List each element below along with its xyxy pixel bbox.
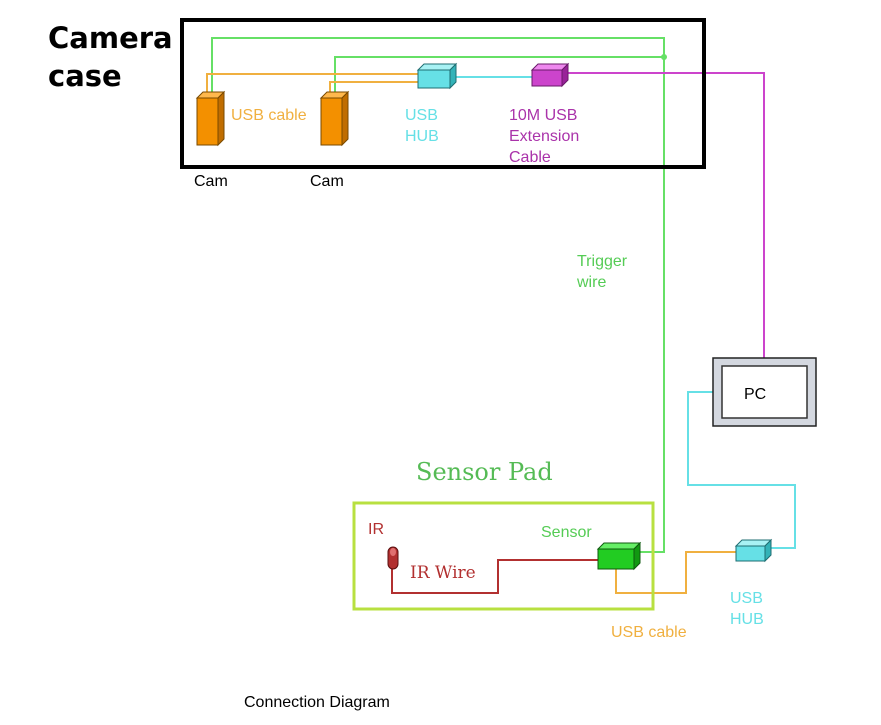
camera-usb-cable [206,73,418,95]
camera-right-icon [319,90,350,147]
bottom-usb-cable-label: USB cable [611,624,687,641]
usb-hub-label-line2: HUB [405,128,439,145]
sensor-icon [596,541,642,571]
bottom-usb-hub-label-line1: USB [730,590,763,607]
bottom-usb-hub-label-line2: HUB [730,611,764,628]
pc-label: PC [744,386,766,403]
trigger-junction [661,54,667,60]
camera-usb-cable-branch [329,81,418,95]
sensor-pad-title: Sensor Pad [416,458,553,486]
usb-extension-icon [530,62,570,88]
pc-to-hub-cable [687,391,796,549]
extension-label-line2: Extension [509,128,579,145]
usb-hub-icon [416,62,458,90]
ir-emitter-icon [387,546,399,570]
cam-right-label: Cam [310,173,344,190]
cam-left-label: Cam [194,173,228,190]
diagram-caption: Connection Diagram [244,694,390,711]
trigger-wire-label-line2: wire [576,274,606,291]
sensor-pad-box [352,501,655,611]
ir-wire [391,559,598,594]
camera-left-icon [195,90,226,147]
usb-hub-label-line1: USB [405,107,438,124]
ir-wire-label: IR Wire [410,563,476,583]
camera-case-title-line2: case [48,59,122,93]
sensor-label: Sensor [541,524,592,541]
camera-case-title-line1: Camera [48,21,173,55]
extension-label-line3: Cable [509,149,551,166]
sensor-usb-cable [615,551,736,594]
pc-monitor-icon [712,357,817,427]
camera-case-box [180,18,706,169]
ir-label: IR [368,521,384,538]
camera-usb-cable-label: USB cable [231,107,307,124]
extension-label-line1: 10M USB [509,107,577,124]
extension-cable-to-pc [568,72,765,358]
trigger-wire-label-line1: Trigger [577,253,628,270]
bottom-usb-hub-icon [734,538,773,563]
trigger-wire [211,37,665,553]
